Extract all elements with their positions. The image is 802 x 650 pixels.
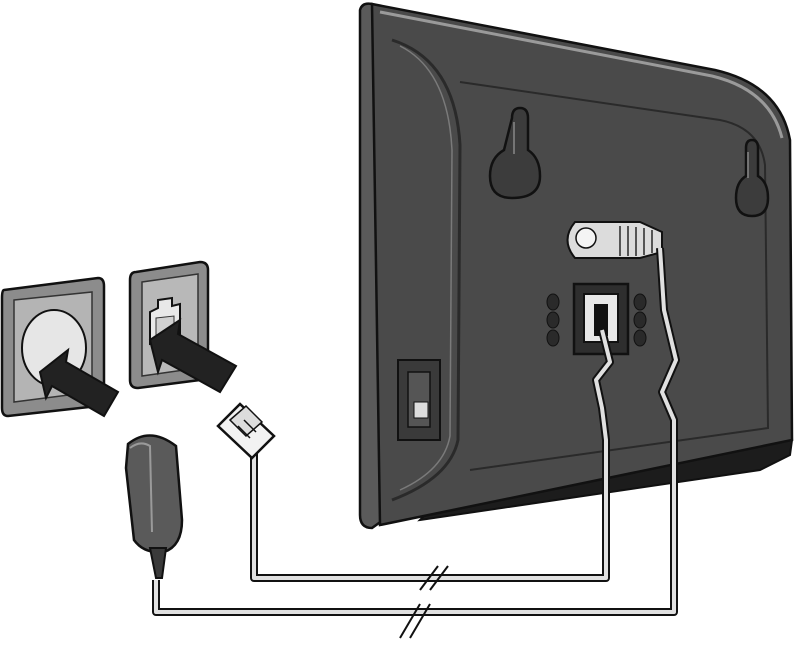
wall-mount-hole (734, 138, 770, 218)
power-cable (152, 247, 680, 639)
telephone-cable (250, 329, 614, 591)
wall-mount-hole (488, 106, 542, 200)
insert-arrow (148, 317, 238, 394)
base-station-rear (358, 2, 794, 530)
power-adapter-plug (124, 434, 184, 579)
insert-arrow (38, 347, 120, 418)
telephone-port (572, 282, 630, 356)
side-port-block (397, 359, 441, 441)
telephone-cable-plug (216, 402, 276, 460)
base-station-top-edge (379, 10, 784, 139)
vent-dots (546, 293, 647, 347)
base-station-bezel (391, 38, 462, 502)
cable-strain-relief (566, 221, 663, 259)
base-station-body (370, 2, 794, 527)
